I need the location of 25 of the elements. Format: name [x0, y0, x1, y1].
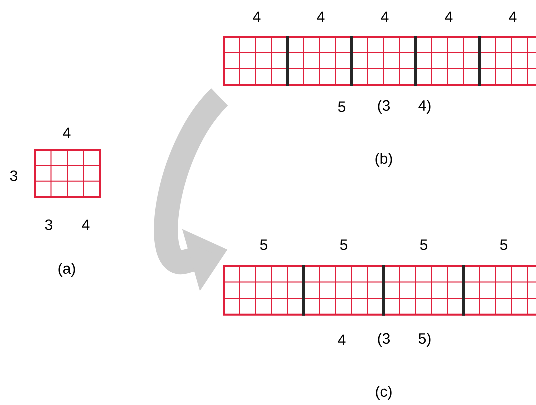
number-label: 4	[63, 128, 71, 138]
number-label: 5	[338, 102, 346, 112]
number-label: 5	[420, 240, 428, 250]
number-label: (a)	[58, 263, 76, 277]
number-label: 5	[500, 240, 508, 250]
number-label: 4	[338, 334, 346, 346]
number-label: 4	[509, 12, 517, 22]
number-label: 4	[82, 220, 90, 230]
cell-grid	[34, 149, 101, 198]
number-label: (3	[378, 333, 390, 347]
number-label: (c)	[376, 386, 392, 400]
number-label: 4	[253, 12, 261, 22]
number-label: 3	[45, 220, 53, 230]
number-label: 5	[340, 240, 348, 250]
number-label: (b)	[376, 153, 392, 167]
number-label: 4	[317, 12, 325, 22]
cell-grid	[223, 36, 536, 86]
number-label: 5)	[418, 333, 431, 347]
number-label: 4	[445, 12, 453, 22]
cell-grid	[223, 265, 536, 316]
number-label: (3	[378, 100, 390, 114]
number-label: 4)	[418, 100, 431, 114]
number-label: 5	[260, 240, 268, 250]
number-label: 3	[10, 170, 18, 182]
number-label: 4	[381, 12, 389, 22]
